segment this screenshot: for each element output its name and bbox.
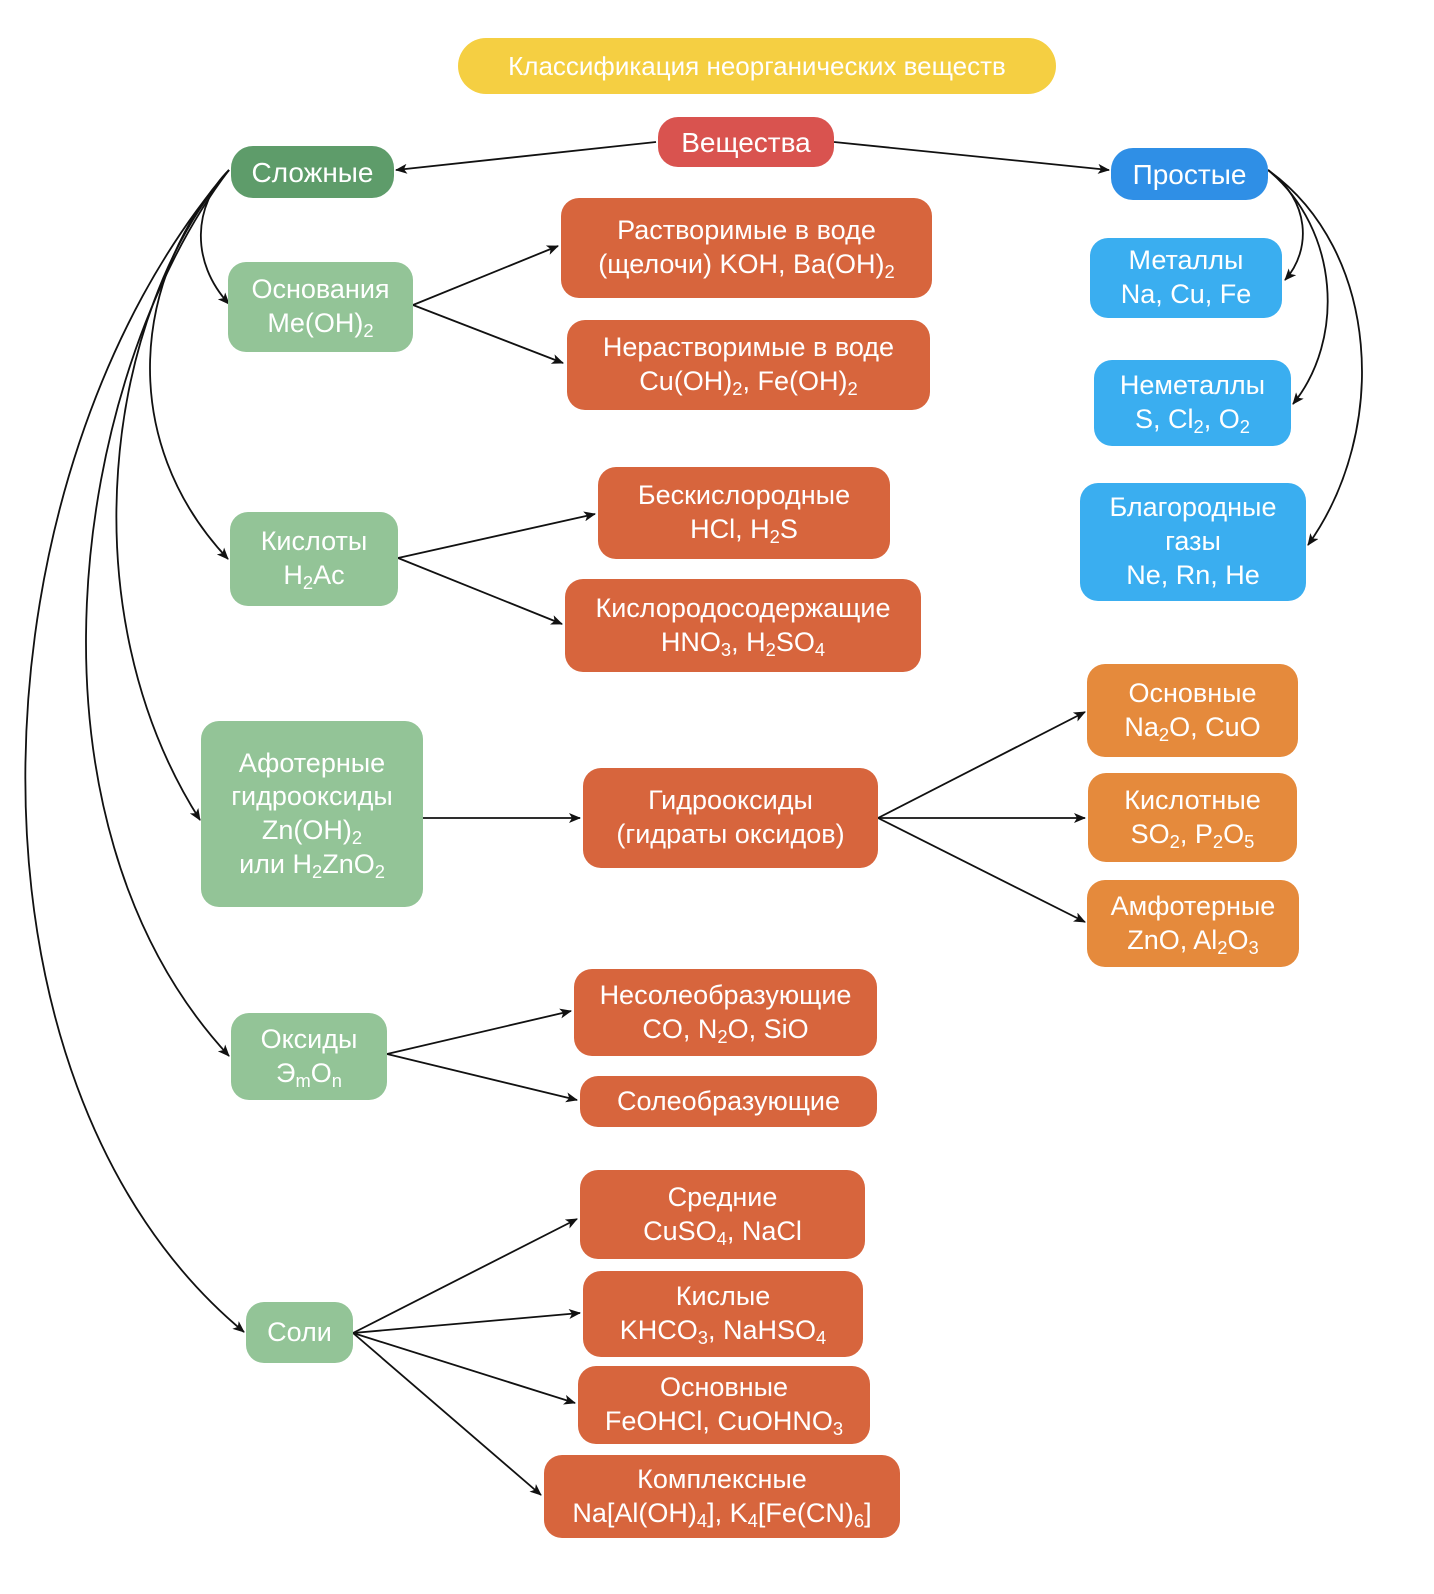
node-text-line: CuSO4, NaCl xyxy=(643,1215,802,1249)
arrow-complex-to-bases xyxy=(200,169,230,305)
node-text-line: Бескислородные xyxy=(637,480,851,511)
node-text-line: Благородные xyxy=(1109,492,1277,523)
node-text-line: Оксиды xyxy=(260,1023,358,1054)
arrow-oxides-to-non_salt_forming xyxy=(386,1008,572,1055)
node-hydroxides: Гидрооксиды(гидраты оксидов) xyxy=(583,768,878,868)
node-text-line: HCl, H2S xyxy=(690,514,798,548)
arrow-bases-to-insoluble xyxy=(412,304,564,364)
node-text-line: Na, Cu, Fe xyxy=(1120,279,1252,309)
arrow-salts-to-normal_salts xyxy=(352,1218,578,1334)
node-text-line: Гидрооксиды xyxy=(648,785,813,816)
node-text-line: Na2O, CuO xyxy=(1124,711,1261,745)
arrow-hydroxides-to-basic_oxides xyxy=(877,711,1086,819)
node-text-line: Zn(OH)2 xyxy=(261,815,363,849)
arrow-acids-to-oxygen_containing xyxy=(397,557,563,625)
node-text-line: (гидраты оксидов) xyxy=(616,819,845,849)
node-text-line: Простые xyxy=(1132,158,1247,190)
node-text-line: Кислотные xyxy=(1124,784,1261,815)
node-text-line: Основные xyxy=(1128,677,1257,708)
node-salts: Соли xyxy=(246,1302,353,1363)
node-text-line: FeOHCl, CuOHNO3 xyxy=(604,1406,844,1440)
node-text-line: Несолеобразующие xyxy=(599,979,852,1010)
node-text-line: Средние xyxy=(667,1181,778,1212)
node-text-line: Соли xyxy=(267,1316,332,1347)
node-text-line: HNO3, H2SO4 xyxy=(660,626,826,660)
arrow-hydroxides-to-amphoteric_oxides xyxy=(877,817,1086,923)
arrow-root-to-complex xyxy=(395,141,657,174)
node-text-line: Амфотерные xyxy=(1110,890,1276,921)
arrow-salts-to-acid_salts xyxy=(352,1308,581,1334)
arrow-complex-to-oxides xyxy=(85,169,230,1057)
node-text-line: Металлы xyxy=(1128,245,1244,276)
node-text-line: Афотерные xyxy=(238,747,386,778)
node-text-line: KHCO3, NaHSO4 xyxy=(619,1315,827,1349)
node-text-line: газы xyxy=(1165,526,1221,557)
node-text-line: (щелочи) KOH, Ba(OH)2 xyxy=(598,249,895,283)
node-text-line: Cu(OH)2, Fe(OH)2 xyxy=(639,366,858,400)
node-text-line: Me(OH)2 xyxy=(267,308,374,342)
node-text-line: S, Cl2, O2 xyxy=(1135,404,1250,438)
arrow-root-to-simple xyxy=(833,141,1110,174)
node-text-line: Кислоты xyxy=(260,526,368,557)
arrow-complex-to-acids xyxy=(149,169,230,560)
arrow-acids-to-oxygen_free xyxy=(397,511,596,559)
node-simple: Простые xyxy=(1111,148,1268,200)
node-text-line: Сложные xyxy=(251,156,374,188)
node-text-line: Солеобразующие xyxy=(616,1085,841,1116)
node-soluble-bases: Растворимые в воде(щелочи) KOH, Ba(OH)2 xyxy=(561,198,932,298)
node-text-line: Основания xyxy=(251,274,390,305)
diagram-title: Классификация неорганических веществ xyxy=(458,38,1056,94)
node-text-line: CO, N2O, SiO xyxy=(642,1013,809,1047)
arrow-salts-to-basic_salts xyxy=(352,1332,576,1405)
node-substances: Вещества xyxy=(658,117,834,167)
node-text-line: SO2, P2O5 xyxy=(1130,818,1255,852)
node-text-line: Комплексные xyxy=(637,1463,807,1494)
node-text-line: Вещества xyxy=(681,126,811,158)
node-text-line: ZnO, Al2O3 xyxy=(1127,924,1259,958)
node-complex: Сложные xyxy=(231,146,394,198)
node-text-line: H2Ac xyxy=(283,560,345,594)
arrow-bases-to-soluble xyxy=(412,245,559,306)
node-text-line: гидрооксиды xyxy=(231,781,393,812)
node-text-line: Ne, Rn, He xyxy=(1126,559,1260,590)
node-text-line: Na[Al(OH)4], K4[Fe(CN)6] xyxy=(572,1497,872,1531)
node-text-line: или H2ZnO2 xyxy=(239,848,385,882)
node-text-line: Неметаллы xyxy=(1119,370,1266,401)
node-text-line: ЭmOn xyxy=(276,1057,342,1091)
arrow-oxides-to-salt_forming xyxy=(386,1053,578,1103)
node-text-line: Кислые xyxy=(675,1281,771,1312)
node-text-line: Основные xyxy=(659,1372,789,1403)
node-text-line: Кислородосодержащие xyxy=(595,592,891,623)
arrow-salts-to-complex_salts xyxy=(352,1332,542,1496)
node-text-line: Растворимые в воде xyxy=(617,215,876,246)
node-salt-forming-oxides: Солеобразующие xyxy=(580,1076,877,1127)
node-text-line: Нерастворимые в воде xyxy=(602,332,895,363)
